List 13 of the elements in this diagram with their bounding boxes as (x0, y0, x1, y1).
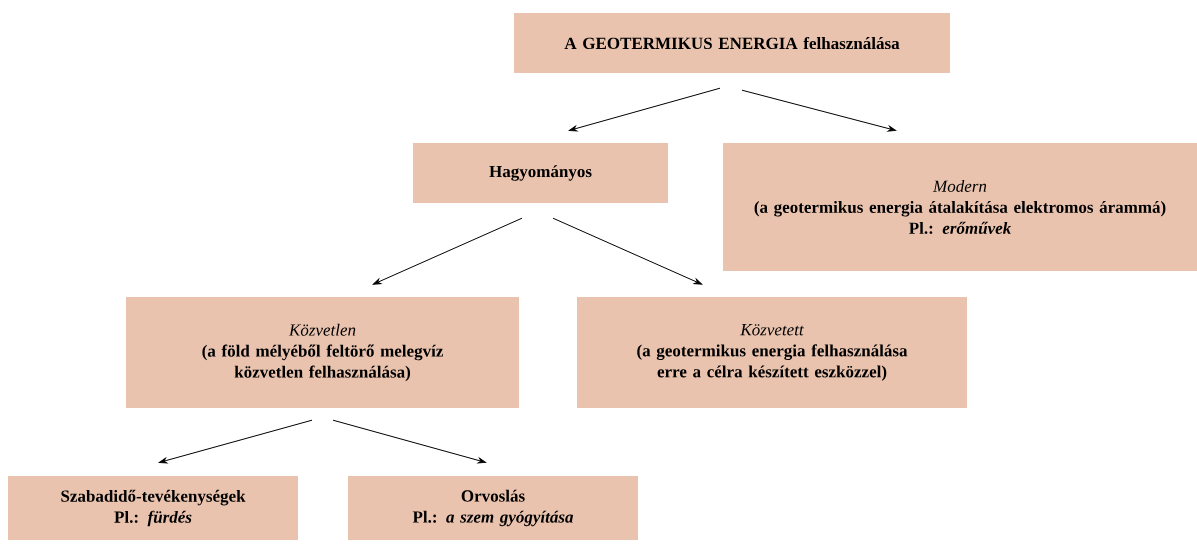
arrow (552, 217, 703, 285)
arrow (568, 87, 721, 132)
arrow (741, 89, 897, 132)
arrow (332, 419, 487, 464)
category-box: Hagyományos (413, 143, 668, 203)
category-box: Közvetett (a geotermikus energia felhasználása erre a célra készített eszközzel) (577, 297, 967, 408)
category-box: Modern (a geotermikus energia átalakítása elektromos árammá) Pl.: erőművek (723, 143, 1197, 271)
arrow (158, 419, 313, 464)
category-box: Szabadidő-tevékenységek Pl.: fürdés (8, 476, 298, 540)
arrow (372, 217, 523, 285)
category-box: Közvetlen (a föld mélyéből feltörő melegvíz közvetlen felhasználása) (126, 297, 519, 408)
category-box: A GEOTERMIKUS ENERGIA felhasználása (514, 13, 950, 73)
category-box: Orvoslás Pl.: a szem gyógyítása (348, 476, 638, 540)
